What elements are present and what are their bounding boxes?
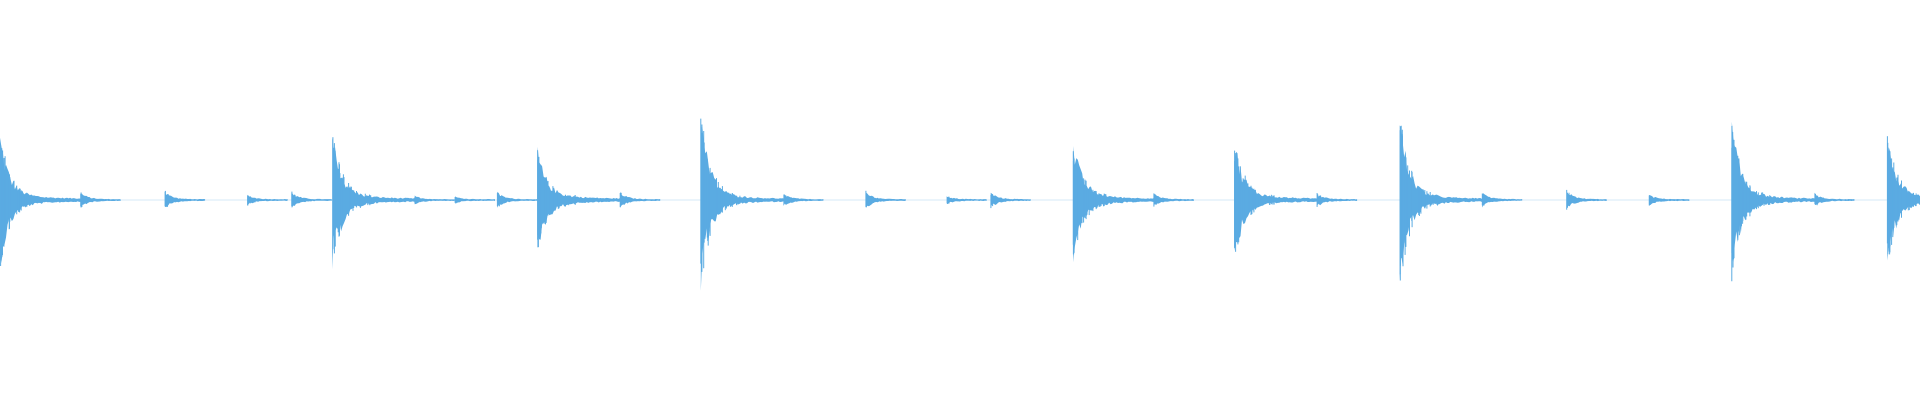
transient-envelope: [990, 192, 1031, 208]
transient-envelope: [1814, 192, 1855, 205]
kick-transient: [700, 118, 789, 291]
tick-transient: [454, 196, 495, 204]
transient-envelope: [1317, 193, 1358, 206]
tick-transient: [783, 194, 824, 206]
kick-transient: [537, 146, 626, 248]
transient-envelope: [1153, 193, 1194, 205]
kick-transient: [1399, 125, 1488, 281]
tick-transient: [1481, 193, 1523, 208]
transient-envelope: [497, 191, 538, 208]
kick-transient: [1072, 146, 1162, 263]
transient-envelope: [1482, 193, 1523, 208]
tick-transient: [1153, 193, 1194, 207]
transient-envelope: [247, 194, 288, 206]
kick-transient: [1234, 150, 1323, 252]
transient-envelope: [291, 192, 332, 209]
kick-transient: [1886, 136, 1920, 261]
tick-transient: [1566, 189, 1607, 210]
tick-transient: [1316, 193, 1358, 207]
tick-transient: [80, 192, 121, 208]
tick-transient: [865, 190, 906, 209]
tick-transient: [164, 190, 206, 208]
transient-envelope: [1649, 195, 1690, 206]
kick-transient: [0, 137, 88, 266]
transient-envelope: [946, 196, 987, 204]
kick-transient: [332, 137, 421, 270]
tick-transient: [291, 191, 332, 209]
transient-envelope: [1566, 192, 1607, 207]
transient-envelope: [783, 194, 824, 206]
transient-envelope: [620, 191, 661, 208]
waveform-hits: [0, 118, 1920, 291]
transient-envelope: [332, 138, 421, 270]
transient-envelope: [1234, 151, 1323, 251]
transient-envelope: [414, 195, 455, 205]
transient-envelope: [1731, 121, 1820, 266]
tick-transient: [496, 191, 538, 208]
transient-envelope: [0, 137, 88, 264]
tick-transient: [619, 191, 661, 208]
transient-envelope: [700, 126, 789, 291]
transient-envelope: [1399, 125, 1488, 280]
tick-transient: [414, 195, 455, 205]
transient-envelope: [865, 192, 906, 209]
tick-transient: [946, 196, 987, 204]
transient-envelope: [165, 193, 206, 208]
transient-envelope: [80, 192, 121, 208]
transient-envelope: [455, 196, 495, 203]
transient-envelope: [537, 146, 626, 240]
tick-transient: [247, 194, 288, 206]
tick-transient: [990, 192, 1031, 209]
transient-envelope: [1887, 147, 1920, 261]
tick-transient: [1814, 192, 1855, 206]
kick-transient: [1731, 121, 1820, 282]
tick-transient: [1648, 195, 1690, 206]
